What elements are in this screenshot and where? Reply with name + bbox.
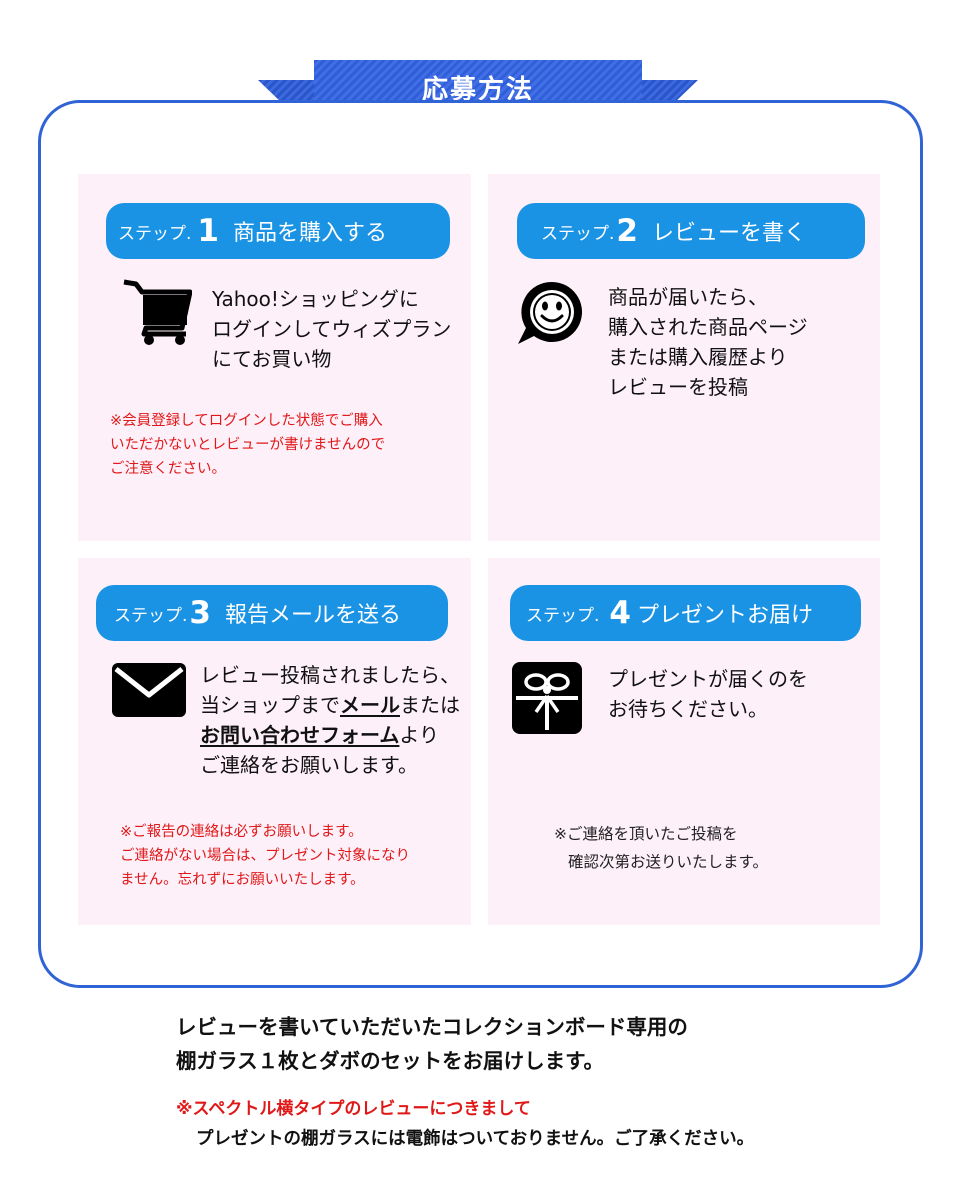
step-1-number: 1	[197, 213, 219, 249]
step-1-note-line: ※会員登録してログインした状態でご購入	[110, 413, 383, 429]
step-3-number: 3	[189, 595, 211, 631]
mail-link[interactable]: メール	[340, 693, 400, 717]
page-title: 応募方法	[421, 74, 534, 105]
bottom-message-line1: レビューを書いていただいたコレクションボード専用の	[176, 1015, 688, 1039]
step-1-desc-line: ログインしてウィズプラン	[212, 317, 452, 341]
step-2-number: 2	[616, 213, 638, 249]
step-2-prefix: ステップ.	[541, 223, 615, 244]
step-4-header: ステップ. 4 プレゼントお届け	[510, 585, 861, 641]
step-4-desc-line: プレゼントが届くのを	[608, 667, 808, 691]
step-4-note-line: ※ご連絡を頂いたご投稿を	[554, 825, 738, 843]
step-4-number: 4	[609, 595, 631, 631]
step-3-note-line: ご連絡がない場合は、プレゼント対象になり	[120, 848, 410, 864]
step-2-desc-line: 商品が届いたら、	[608, 285, 768, 309]
step-1-prefix: ステップ.	[118, 223, 192, 244]
step-2-desc-line: または購入履歴より	[608, 345, 788, 369]
step-1-header: ステップ. 1 商品を購入する	[106, 203, 450, 259]
notice-detail: プレゼントの棚ガラスには電飾はついておりません。ご了承ください。	[196, 1129, 755, 1149]
step-3-desc-line: 当ショップまでメールまたは	[200, 690, 460, 720]
step-3-note-line: ません。忘れずにお願いいたします。	[120, 872, 365, 888]
bottom-message-line2: 棚ガラス１枚とダボのセットをお届けします。	[176, 1049, 605, 1073]
step-4-desc-line: お待ちください。	[608, 697, 768, 721]
step-card-3: ステップ. 3 報告メールを送る レビュー投稿されましたら、 当ショップまでメー…	[78, 558, 471, 925]
step-4-title: プレゼントお届け	[636, 603, 813, 628]
step-3-prefix: ステップ.	[114, 605, 188, 626]
step-4-note-line: 確認次第お送りいたします。	[568, 853, 768, 871]
step-3-desc-line: レビュー投稿されましたら、	[200, 663, 460, 687]
step-2-desc-line: レビューを投稿	[608, 375, 748, 399]
step-2-header: ステップ. 2 レビューを書く	[517, 203, 865, 259]
step-1-title: 商品を購入する	[232, 221, 387, 246]
step-2-desc-line: 購入された商品ページ	[608, 315, 808, 339]
step-3-title: 報告メールを送る	[224, 603, 401, 628]
step-3-desc-text: 当ショップまで	[200, 693, 340, 717]
step-card-1: ステップ. 1 商品を購入する Yahoo!ショッピングに ログインしてウィズプ…	[78, 174, 471, 541]
step-card-4: ステップ. 4 プレゼントお届け プレゼントが届くのを お待ちください。 ※ご連…	[488, 558, 880, 925]
contact-form-link[interactable]: お問い合わせフォーム	[200, 723, 400, 747]
step-3-desc-line: お問い合わせフォームより	[200, 720, 460, 750]
step-1-note-line: ご注意ください。	[110, 461, 226, 477]
step-1-note: ※会員登録してログインした状態でご購入 いただかないとレビューが書けませんので …	[110, 409, 385, 481]
step-1-desc-line: にてお買い物	[212, 347, 332, 371]
step-1-description: Yahoo!ショッピングに ログインしてウィズプラン にてお買い物	[212, 284, 451, 374]
step-4-note: ※ご連絡を頂いたご投稿を 確認次第お送りいたします。	[554, 820, 768, 876]
notice-heading: ※スペクトル横タイプのレビューにつきまして	[176, 1099, 531, 1119]
step-3-desc-line: ご連絡をお願いします。	[200, 753, 418, 777]
step-3-description: レビュー投稿されましたら、 当ショップまでメールまたは お問い合わせフォームより…	[200, 660, 460, 780]
step-4-prefix: ステップ.	[526, 605, 600, 626]
step-3-desc-text: または	[400, 693, 460, 717]
step-2-description: 商品が届いたら、 購入された商品ページ または購入履歴より レビューを投稿	[608, 282, 808, 402]
step-1-note-line: いただかないとレビューが書けませんので	[110, 437, 386, 453]
step-1-desc-line: Yahoo!ショッピングに	[212, 287, 419, 311]
step-4-description: プレゼントが届くのを お待ちください。	[608, 664, 808, 724]
step-2-title: レビューを書く	[651, 221, 806, 246]
gift-icon	[512, 662, 582, 738]
step-3-note-line: ※ご報告の連絡は必ずお願いします。	[120, 824, 363, 840]
step-card-2: ステップ. 2 レビューを書く 商品が届いたら、 購入された商品ページ または購…	[488, 174, 880, 541]
step-3-desc-text: より	[399, 723, 440, 747]
step-3-header: ステップ. 3 報告メールを送る	[96, 585, 448, 641]
mail-icon	[112, 663, 186, 721]
step-3-note: ※ご報告の連絡は必ずお願いします。 ご連絡がない場合は、プレゼント対象になり ま…	[120, 820, 410, 892]
smiley-chat-icon	[514, 278, 586, 352]
shopping-cart-icon	[122, 278, 193, 350]
